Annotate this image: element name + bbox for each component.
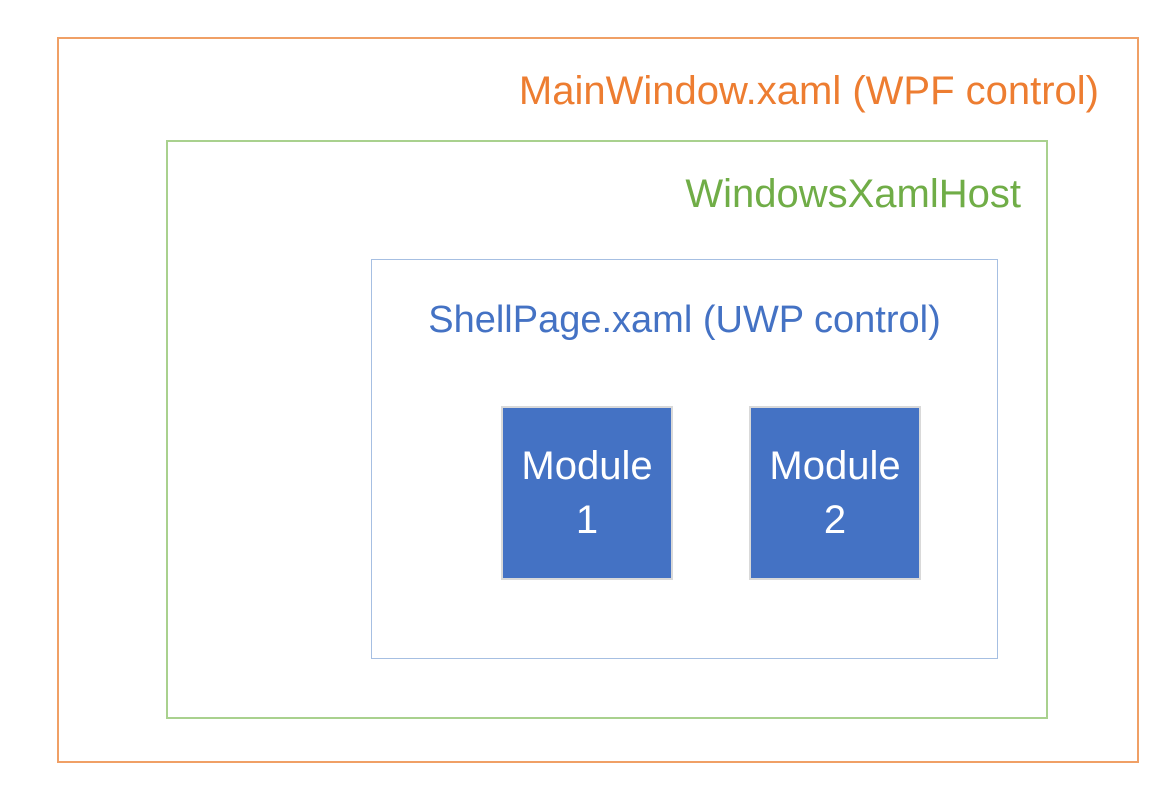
module-1-name: Module xyxy=(521,444,653,488)
main-window-label: MainWindow.xaml (WPF control) xyxy=(518,69,1099,113)
module-1-box: Module 1 xyxy=(501,406,673,580)
module-2-number: 2 xyxy=(823,498,847,542)
xaml-host-box: WindowsXamlHost ShellPage.xaml (UWP cont… xyxy=(166,140,1048,719)
module-1-number: 1 xyxy=(575,498,599,542)
shell-page-label: ShellPage.xaml (UWP control) xyxy=(428,299,941,341)
module-2-box: Module 2 xyxy=(749,406,921,580)
xaml-host-label: WindowsXamlHost xyxy=(685,172,1021,216)
shell-page-box: ShellPage.xaml (UWP control) Module 1 Mo… xyxy=(371,259,998,659)
main-window-box: MainWindow.xaml (WPF control) WindowsXam… xyxy=(57,37,1139,763)
module-2-name: Module xyxy=(769,444,901,488)
